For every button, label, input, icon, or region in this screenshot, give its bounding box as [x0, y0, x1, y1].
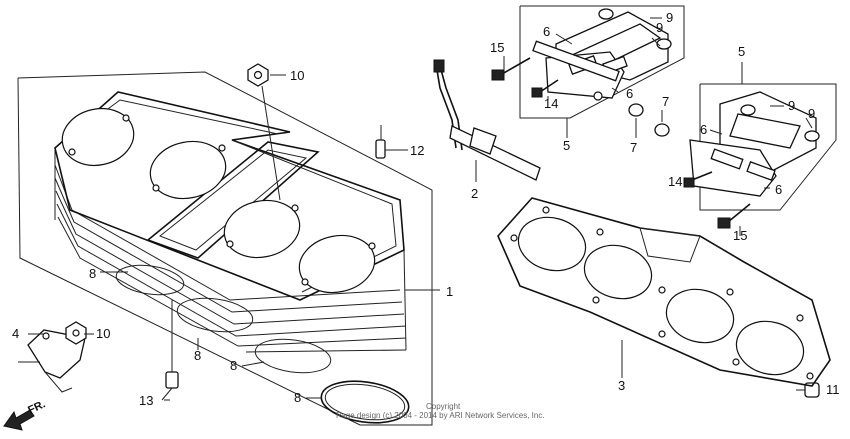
callout-6-c[interactable]: 6: [700, 122, 707, 137]
callout-14-upper[interactable]: 14: [544, 96, 558, 111]
callout-9-c[interactable]: 9: [788, 98, 795, 113]
copyright-notice: Copyright Page design (c) 2004 - 2014 by…: [336, 402, 545, 420]
callout-8-b[interactable]: 8: [194, 348, 201, 363]
callout-5-upper[interactable]: 5: [563, 138, 570, 153]
callout-10-upper[interactable]: 10: [290, 68, 304, 83]
callout-labels: 1 2 3 4 5 5 6 6 6 6 7 7 8 8 8 8 9 9 9 9 …: [12, 10, 840, 408]
callout-8-c[interactable]: 8: [230, 358, 237, 373]
oil-pipe[interactable]: [433, 59, 541, 182]
copyright-line-1: Copyright: [426, 402, 461, 411]
bolt-14-upper[interactable]: [531, 79, 559, 98]
base-gasket[interactable]: [497, 197, 831, 387]
callout-6-a[interactable]: 6: [543, 24, 550, 39]
washer-7-lower[interactable]: [654, 110, 670, 137]
callout-2[interactable]: 2: [471, 186, 478, 201]
callout-4[interactable]: 4: [12, 326, 19, 341]
callout-5-lower[interactable]: 5: [738, 44, 745, 59]
bolt-12[interactable]: [375, 125, 408, 159]
callout-6-d[interactable]: 6: [775, 182, 782, 197]
bolt-13[interactable]: [161, 300, 179, 401]
bolt-15-upper[interactable]: [491, 57, 531, 81]
mounting-bracket[interactable]: [18, 329, 86, 393]
callout-13[interactable]: 13: [139, 393, 153, 408]
front-label: FR.: [26, 398, 47, 416]
callout-8-d[interactable]: 8: [294, 390, 301, 405]
o-ring-set[interactable]: [114, 261, 411, 428]
reed-valve-lower[interactable]: [689, 62, 837, 211]
washer-7-upper[interactable]: [628, 103, 644, 138]
leader-lines: [28, 17, 813, 401]
reed-valve-upper[interactable]: [519, 5, 685, 138]
copyright-line-2: Page design (c) 2004 - 2014 by ARI Netwo…: [336, 411, 545, 420]
callout-9-b[interactable]: 9: [656, 20, 663, 35]
nut-lower[interactable]: [65, 321, 87, 345]
callout-7-b[interactable]: 7: [630, 140, 637, 155]
callout-7-a[interactable]: 7: [662, 94, 669, 109]
callout-15-lower[interactable]: 15: [733, 228, 747, 243]
callout-10-lower[interactable]: 10: [96, 326, 110, 341]
callout-15-upper[interactable]: 15: [490, 40, 504, 55]
nut-upper[interactable]: [247, 63, 281, 201]
callout-6-b[interactable]: 6: [626, 86, 633, 101]
callout-8-a[interactable]: 8: [89, 266, 96, 281]
bolt-14-lower[interactable]: [683, 171, 713, 188]
callout-12[interactable]: 12: [410, 143, 424, 158]
callout-9-d[interactable]: 9: [808, 106, 815, 121]
callout-9-a[interactable]: 9: [666, 10, 673, 25]
front-direction-marker: FR.: [3, 398, 47, 431]
arrow-down-left-icon: [3, 409, 35, 431]
cylinder-block[interactable]: [17, 71, 433, 426]
callout-14-lower[interactable]: 14: [668, 174, 682, 189]
callout-3[interactable]: 3: [618, 378, 625, 393]
callout-1[interactable]: 1: [446, 284, 453, 299]
bolt-15-lower[interactable]: [717, 203, 751, 236]
callout-11[interactable]: 11: [826, 382, 840, 397]
